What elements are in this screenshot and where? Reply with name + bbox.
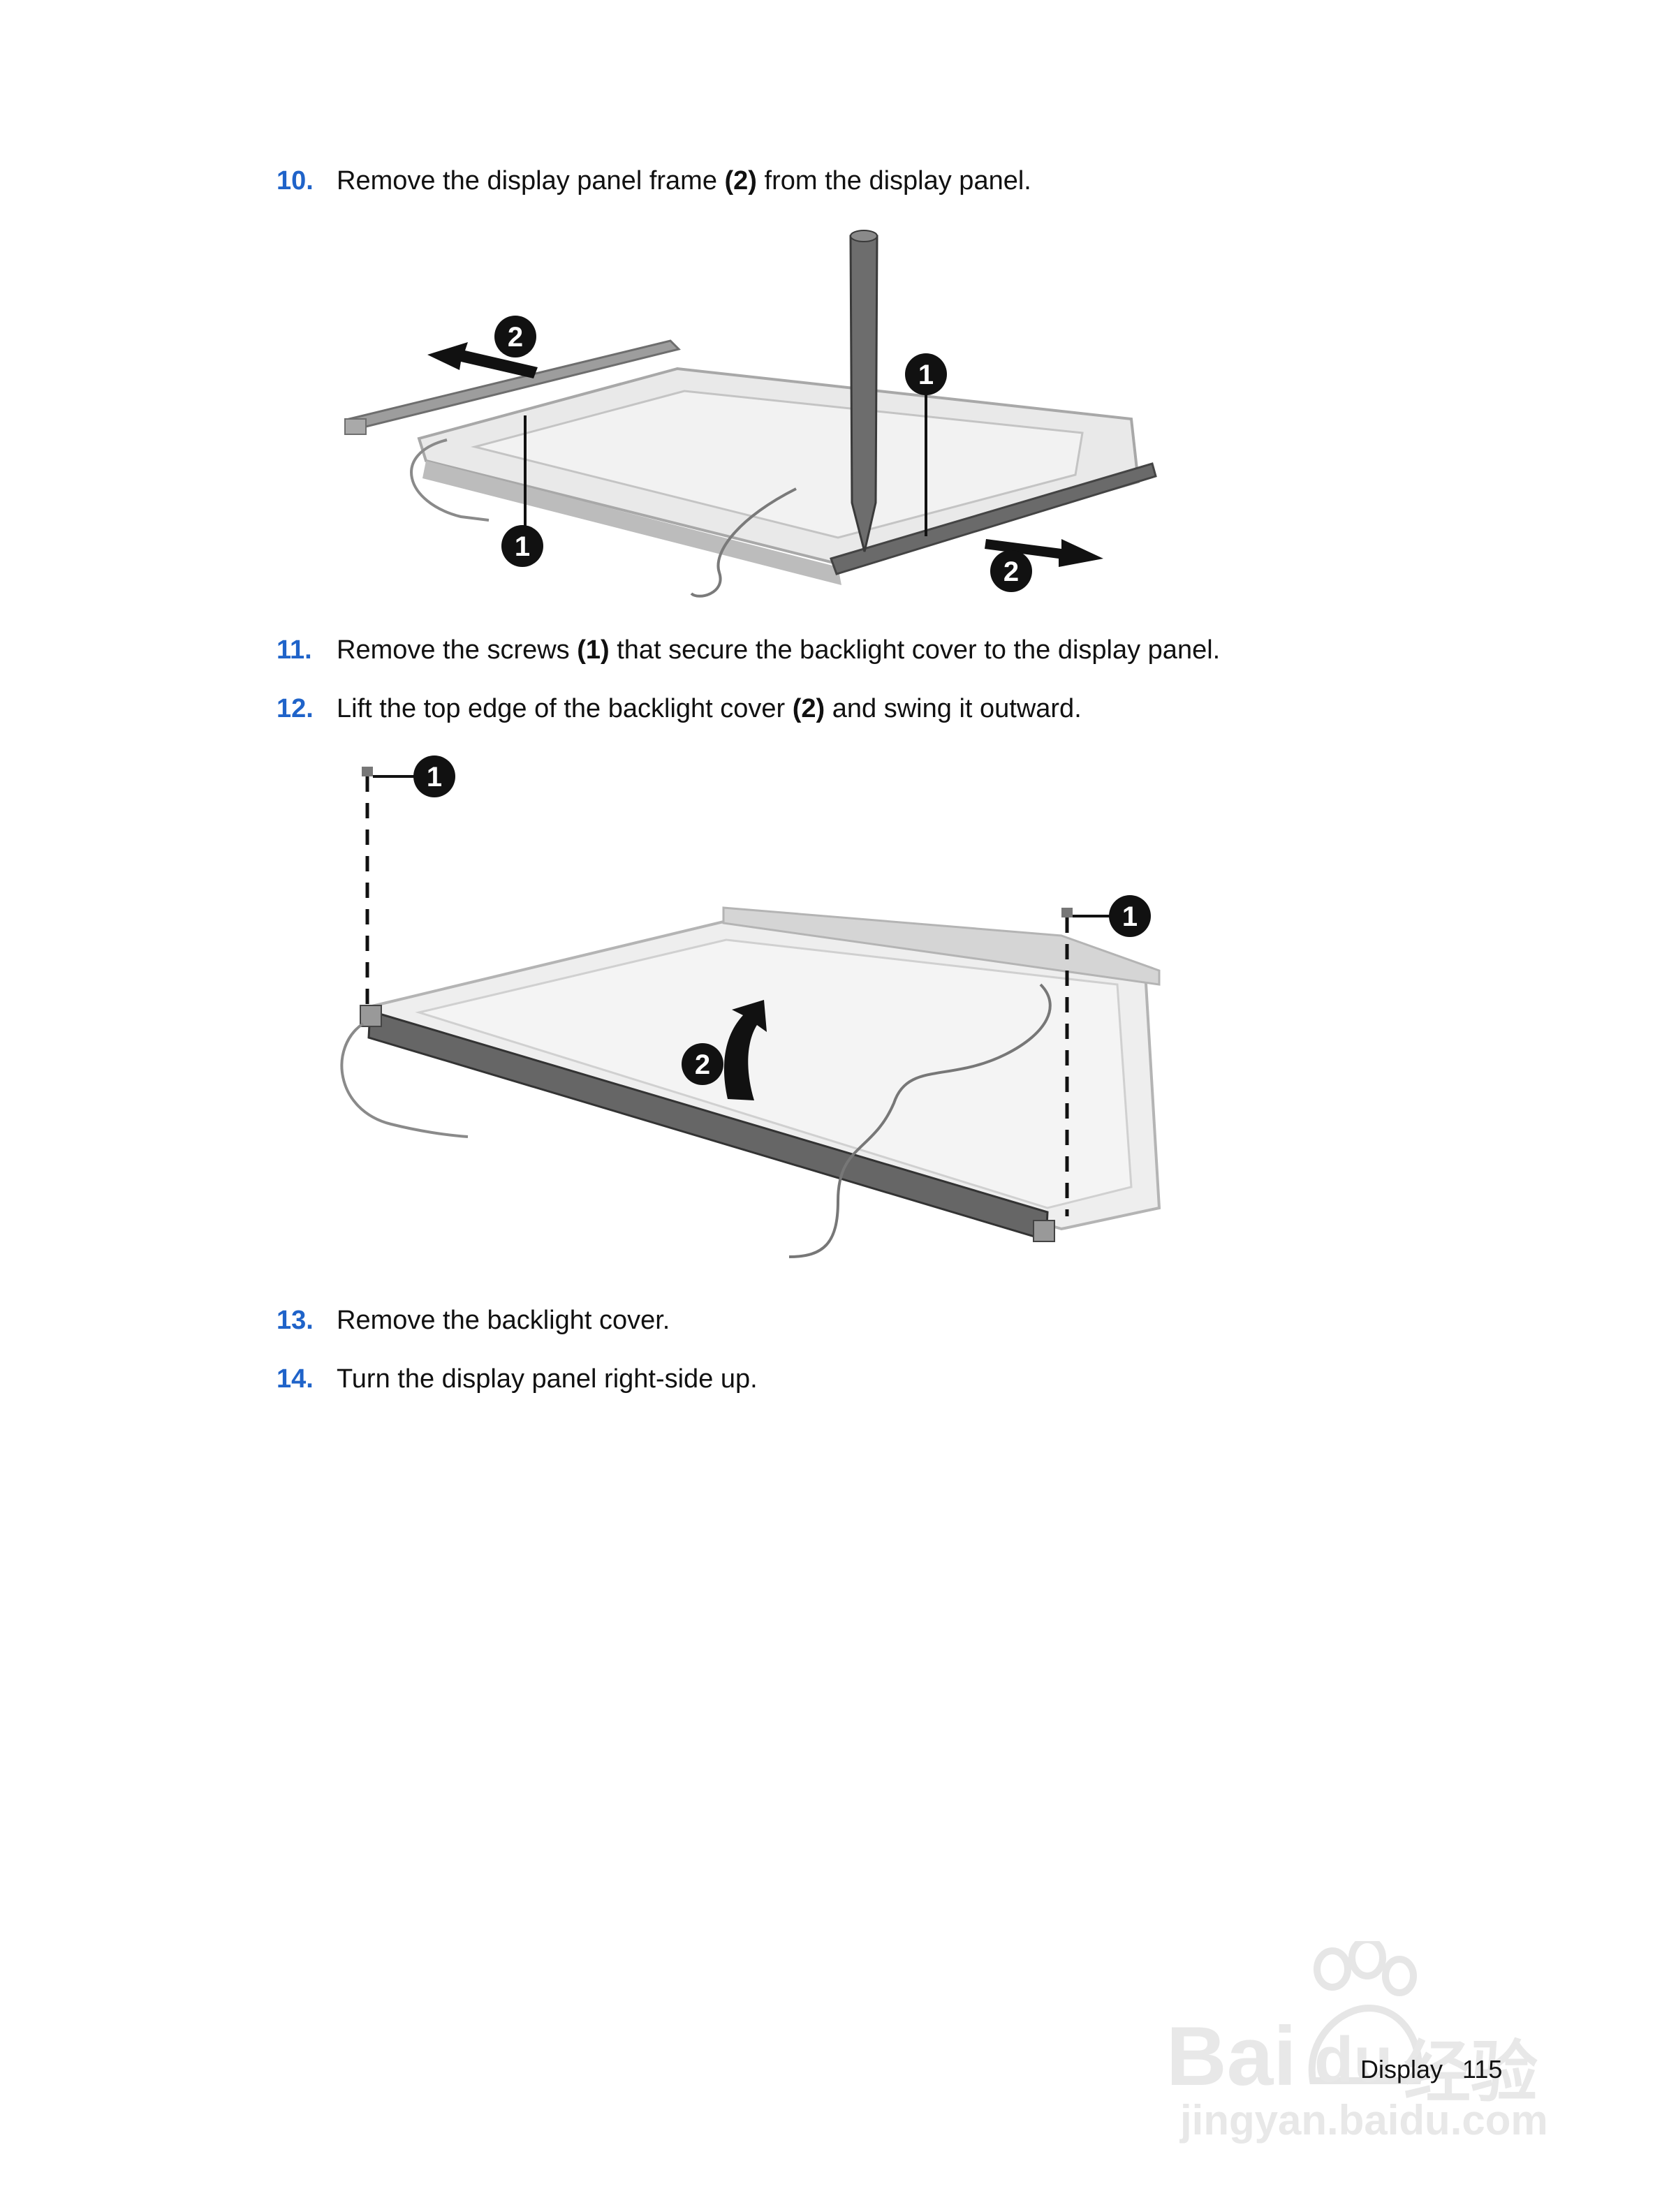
footer-section: Display (1360, 2055, 1443, 2084)
figure-remove-panel-frame: 2 1 1 2 (344, 230, 1157, 598)
step-text: Remove the backlight cover. (337, 1306, 670, 1335)
step-callout-ref: (1) (577, 635, 610, 665)
callout-2: 2 (682, 1043, 723, 1085)
callout-label: 1 (918, 360, 934, 390)
cable (690, 487, 797, 598)
watermark-brand-latin: Bai (1166, 2010, 1297, 2103)
panel-screen (471, 390, 1084, 539)
screw-icon (362, 767, 373, 776)
paw-logo-icon (1308, 1941, 1422, 2084)
figure-lift-backlight-cover: 1 1 2 (340, 755, 1161, 1258)
step-text: from the display panel. (756, 166, 1031, 196)
callout-label: 1 (1122, 901, 1138, 932)
step-text: Remove the screws (337, 635, 578, 665)
step-number: 12. (277, 694, 314, 723)
step-callout-ref: (2) (724, 166, 757, 196)
callout-1: 1 (413, 755, 455, 797)
step-number: 10. (277, 166, 314, 196)
step-text: and swing it outward. (825, 694, 1082, 723)
step-13: 13. Remove the backlight cover. (277, 1304, 670, 1336)
page-footer: Display 115 (1360, 2054, 1502, 2085)
step-number: 13. (277, 1306, 314, 1335)
step-number: 14. (277, 1364, 314, 1394)
step-text: Lift the top edge of the backlight cover (337, 694, 793, 723)
callout-1: 1 (905, 353, 947, 395)
lift-arrow-icon (723, 1000, 767, 1100)
panel-top-edge (722, 906, 1161, 986)
step-text: Turn the display panel right-side up. (337, 1364, 758, 1394)
cable (788, 983, 1052, 1258)
callout-1: 1 (501, 525, 543, 567)
cable (410, 438, 490, 522)
step-14: 14. Turn the display panel right-side up. (277, 1363, 758, 1395)
callout-label: 1 (515, 531, 530, 562)
corner-bracket (1033, 1220, 1055, 1242)
step-callout-ref: (2) (792, 694, 825, 723)
step-12: 12. Lift the top edge of the backlight co… (277, 693, 1082, 725)
callout-2: 2 (990, 550, 1032, 592)
step-number: 11. (277, 635, 312, 665)
watermark-brand-du: du (1314, 2024, 1393, 2095)
step-10: 10. Remove the display panel frame (2) fr… (277, 165, 1031, 197)
panel-front-edge (422, 461, 841, 585)
baidu-jingyan-watermark: Bai du 经验 jingyan.baidu.com (1159, 1941, 1550, 2151)
step-text: that secure the backlight cover to the d… (609, 635, 1221, 665)
step-11: 11. Remove the screws (1) that secure the… (277, 634, 1220, 666)
frame-bracket (344, 418, 367, 435)
callout-label: 2 (508, 322, 523, 353)
callout-label: 2 (695, 1049, 710, 1080)
callout-label: 1 (427, 762, 442, 792)
step-text: Remove the display panel frame (337, 166, 725, 196)
screw-icon (1061, 908, 1073, 917)
callout-1: 1 (1109, 895, 1151, 937)
panel-screen (415, 938, 1133, 1209)
pry-tool-cap (850, 230, 878, 242)
watermark-url: jingyan.baidu.com (1180, 2097, 1548, 2144)
corner-bracket (360, 1005, 382, 1027)
watermark-brand-cn: 经验 (1404, 2033, 1538, 2111)
cable (340, 1022, 469, 1138)
page-number: 115 (1462, 2055, 1503, 2084)
callout-label: 2 (1003, 556, 1019, 587)
callout-2: 2 (494, 316, 536, 357)
arrow-left-icon (427, 342, 538, 378)
arrow-right-icon (985, 539, 1103, 567)
frame-strip-right (830, 462, 1157, 575)
